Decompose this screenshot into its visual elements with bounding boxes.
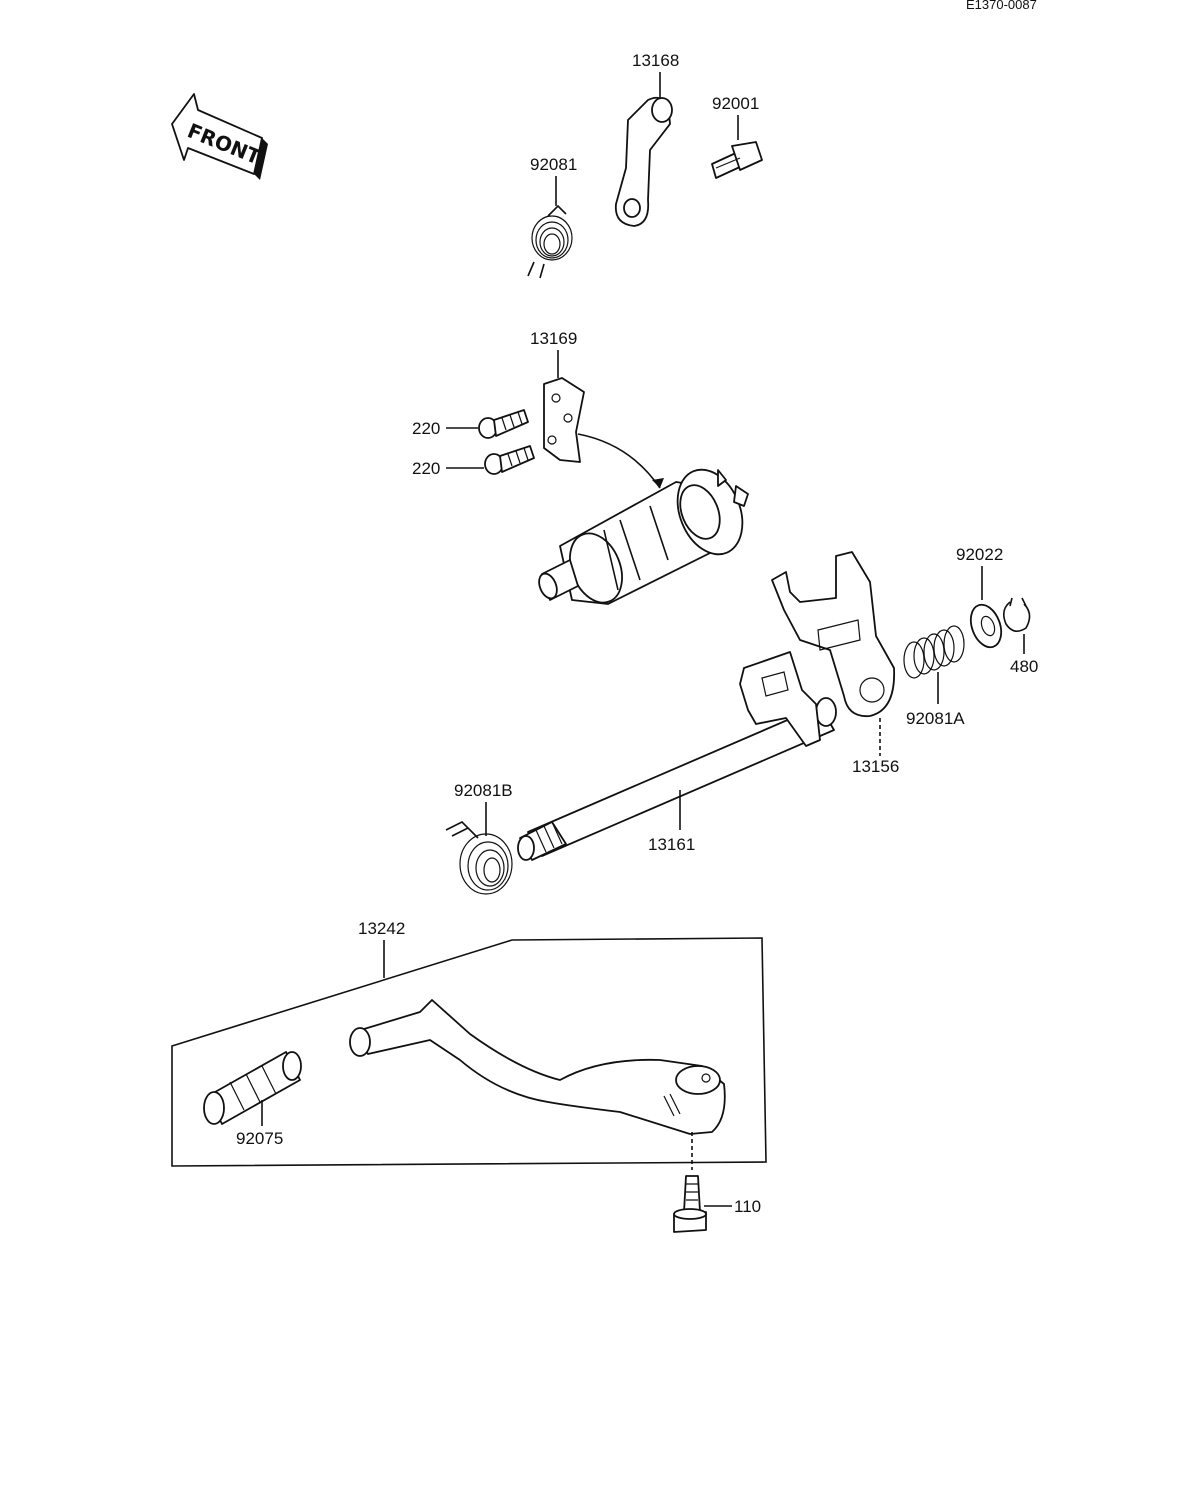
label-92075: 92075 — [236, 1129, 283, 1148]
front-arrow-icon: FRONT — [171, 93, 268, 180]
part-13161-shift-shaft — [517, 651, 837, 861]
label-110: 110 — [734, 1197, 761, 1216]
label-13169: 13169 — [530, 329, 577, 348]
part-92081A-spring — [903, 625, 965, 679]
label-220-lower: 220 — [412, 459, 440, 478]
part-480-circlip — [1002, 597, 1031, 632]
part-92001-bolt — [711, 141, 763, 179]
part-shift-pedal — [349, 999, 726, 1135]
label-13161: 13161 — [648, 835, 695, 854]
part-110-bolt — [673, 1175, 707, 1233]
part-13169-plate — [543, 377, 664, 489]
label-92081: 92081 — [530, 155, 577, 174]
figure-code: E1370-0087 — [966, 0, 1037, 12]
label-13242: 13242 — [358, 919, 405, 938]
part-220-screw-lower — [484, 445, 535, 475]
part-13156-selector-plate — [771, 551, 895, 718]
part-92022-washer — [969, 603, 1003, 649]
part-13168-shift-arm — [614, 96, 673, 227]
label-92081A: 92081A — [906, 709, 965, 728]
part-220-screw-upper — [478, 409, 529, 439]
part-shift-drum — [538, 468, 749, 605]
label-220-upper: 220 — [412, 419, 440, 438]
label-92001: 92001 — [712, 94, 759, 113]
label-480: 480 — [1010, 657, 1038, 676]
label-92081B: 92081B — [454, 781, 513, 800]
label-13168: 13168 — [632, 51, 679, 70]
part-92081-spring — [527, 204, 573, 279]
part-92081B-spring — [445, 821, 513, 895]
part-92075-pedal-rubber — [203, 1051, 302, 1125]
label-92022: 92022 — [956, 545, 1003, 564]
label-13156: 13156 — [852, 757, 899, 776]
assembly-13242-frame — [171, 937, 767, 1167]
